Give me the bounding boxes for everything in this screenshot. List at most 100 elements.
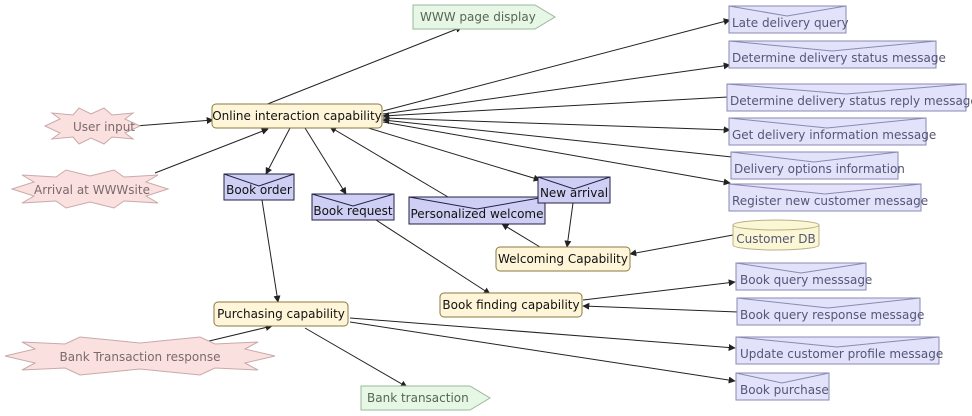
message-envelope: [726, 83, 967, 112]
node-label: Purchasing capability: [217, 307, 345, 321]
capability-box: [211, 103, 383, 129]
edge-welcoming-personalized: [501, 223, 541, 248]
edge-bookrequest-bookfinding: [375, 219, 491, 295]
node-label: Update customer profile message: [740, 347, 943, 361]
node-book-order: Book order: [223, 173, 295, 201]
message-envelope: [736, 297, 921, 326]
edge-online-bookrequest: [304, 127, 347, 195]
message-envelope: [728, 183, 922, 212]
node-label: Book finding capability: [442, 298, 579, 312]
node-label: Determine delivery status message: [732, 51, 946, 65]
node-book-query-message: Book query messsage: [735, 262, 872, 291]
capability-box: [213, 301, 349, 327]
node-book-purchase: Book purchase: [735, 372, 830, 401]
envelope-flap: [728, 183, 922, 195]
node-label: Online interaction capability: [212, 109, 382, 123]
node-user-input: User input: [43, 107, 142, 145]
node-customer-db: Customer DB: [732, 219, 820, 251]
node-new-arrival: New arrival: [537, 176, 611, 204]
external-event-shape: [43, 107, 142, 145]
edge-bookfinding-bookquery: [582, 279, 736, 301]
edge-personalized-online: [329, 126, 449, 198]
node-book-query-response-message: Book query response message: [736, 297, 924, 326]
edge-bookqueryresp-bookfinding: [582, 302, 739, 313]
node-late-delivery-query: Late delivery query: [728, 5, 849, 34]
node-label: Book order: [226, 183, 292, 197]
message-envelope: [735, 336, 940, 365]
edge-online-getinfo: [382, 117, 731, 134]
envelope-flap: [537, 176, 611, 190]
node-label: User input: [73, 120, 135, 134]
edge-arrival-online: [154, 128, 269, 174]
node-update-customer-profile-message: Update customer profile message: [735, 336, 943, 365]
edge-online-late: [382, 18, 731, 112]
node-label: Get delivery information message: [732, 128, 936, 142]
message-envelope: [728, 5, 847, 34]
node-label: Welcoming Capability: [498, 252, 628, 266]
node-label: Bank transaction: [367, 391, 469, 405]
node-label: Book query response message: [740, 308, 924, 322]
envelope-flap: [223, 173, 295, 187]
node-label: Personalized welcome: [410, 207, 543, 221]
envelope-flap: [408, 196, 546, 210]
envelope-flap: [726, 83, 967, 95]
edge-online-register: [382, 121, 731, 186]
node-label: Book request: [313, 204, 393, 218]
node-bank-transaction-response: Bank Transaction response: [4, 336, 276, 376]
external-event-shape: [10, 169, 170, 209]
node-label: Determine delivery status reply message: [730, 94, 972, 108]
node-book-finding-capability: Book finding capability: [439, 292, 583, 318]
edge-userinput-online: [134, 116, 214, 127]
node-book-request: Book request: [311, 193, 395, 221]
database-top: [732, 219, 820, 231]
node-arrival-wwwsite: Arrival at WWWsite: [10, 169, 170, 209]
node-get-delivery-information-message: Get delivery information message: [728, 117, 936, 146]
edge-bookorder-purchasing: [261, 199, 281, 303]
edge-purchasing-banktx: [304, 327, 408, 388]
envelope-flap: [735, 372, 830, 384]
output-shape: [360, 385, 491, 411]
message-envelope: [730, 151, 899, 180]
edge-detreply-online: [382, 96, 729, 120]
edge-purchasing-updateprofile: [349, 317, 736, 351]
node-label: New arrival: [540, 186, 608, 200]
node-label: WWW page display: [420, 10, 536, 24]
node-purchasing-capability: Purchasing capability: [213, 301, 349, 327]
edge-online-wwwpage: [264, 26, 463, 106]
edge-customerdb-welcoming: [629, 234, 734, 257]
node-label: Arrival at WWWsite: [34, 183, 150, 197]
external-event-shape: [4, 336, 276, 376]
node-label: Bank Transaction response: [60, 350, 221, 364]
node-delivery-options-information: Delivery options information: [730, 151, 905, 180]
capability-box: [495, 246, 631, 272]
output-shape: [412, 4, 556, 30]
edge-purchasing-bookpurchase: [349, 321, 736, 384]
database-cylinder: [732, 225, 820, 251]
node-label: Late delivery query: [732, 16, 849, 30]
node-label: Delivery options information: [734, 162, 905, 176]
edge-online-newarrival: [364, 126, 541, 182]
node-determine-delivery-status-reply-message: Determine delivery status reply message: [726, 83, 972, 112]
node-personalized-welcome: Personalized welcome: [408, 196, 546, 225]
envelope-flap: [728, 5, 847, 17]
node-label: Customer DB: [736, 232, 816, 246]
node-online-interaction-capability: Online interaction capability: [211, 103, 383, 129]
envelope-flap: [728, 40, 937, 52]
message-envelope: [735, 262, 867, 291]
edge-newarrival-welcoming: [564, 202, 574, 248]
envelope-flap: [735, 262, 867, 274]
envelope-flap: [311, 193, 395, 207]
node-label: Book purchase: [740, 383, 829, 397]
edges: [134, 18, 739, 388]
node-register-new-customer-message: Register new customer message: [728, 183, 928, 212]
envelope-flap: [735, 336, 940, 348]
envelope-flap: [728, 117, 927, 129]
edge-online-detstatus: [382, 62, 731, 115]
node-www-page-display: WWW page display: [412, 4, 556, 30]
node-label: Book query messsage: [740, 273, 872, 287]
envelope-flap: [730, 151, 899, 163]
message-envelope: [728, 117, 927, 146]
edge-banktxresp-purchasing: [204, 324, 273, 343]
capability-box: [439, 292, 583, 318]
